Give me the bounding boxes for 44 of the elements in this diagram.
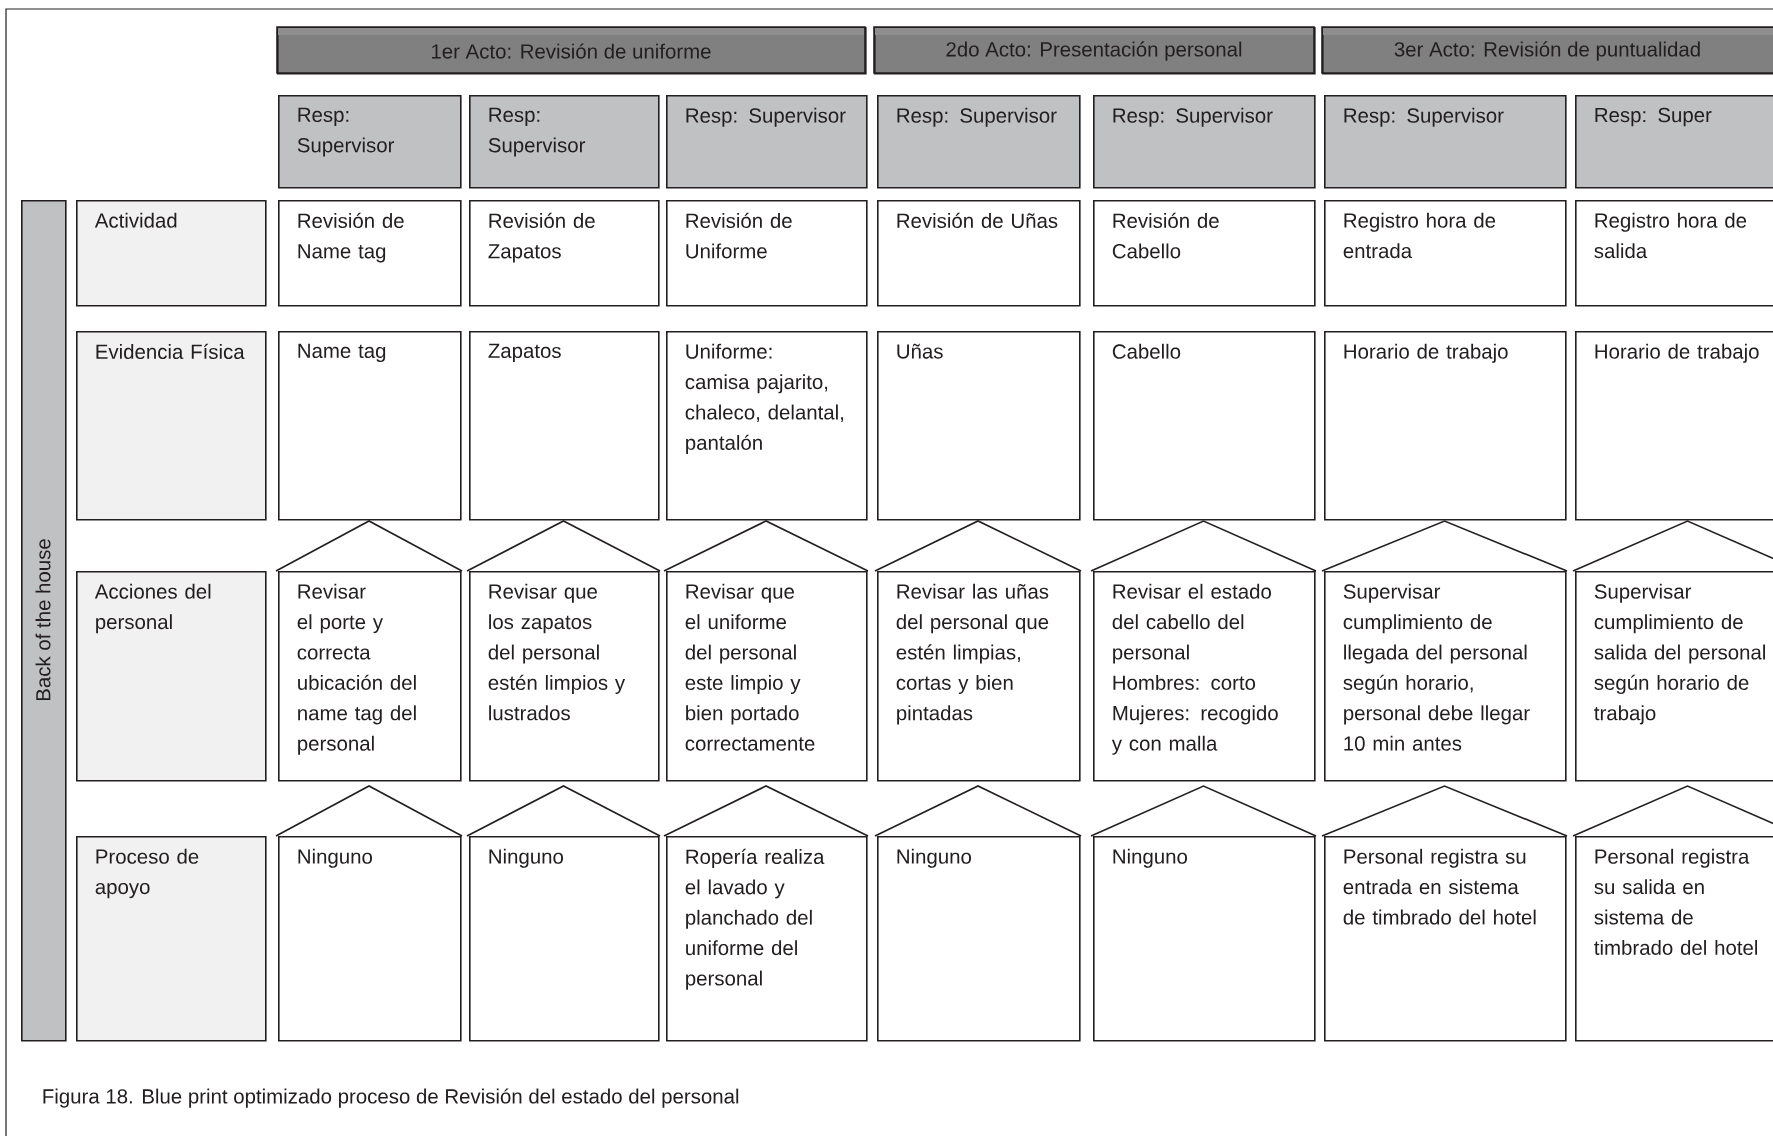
responsible-box: Resp: Supervisor (469, 95, 660, 189)
activity-box: Revisión de Uniforme (666, 200, 868, 307)
house-box: Personal registra su entrada en sistema de timbrado del hotel (1321, 785, 1568, 1042)
activity-box: Horario de trabajo (1324, 331, 1567, 521)
lane-label-bar: Back of the house (21, 200, 67, 1042)
house-box: Ninguno (466, 785, 661, 1042)
act-header: 2do Acto: Presentación personal (873, 26, 1316, 75)
house-box: Revisar que los zapatos del personal estén limpios y lustrados (466, 520, 661, 782)
row-label-box: Acciones del personal (76, 571, 267, 782)
house-box: Supervisar cumplimiento de salida del personal según horario de trabajo (1572, 520, 1773, 782)
house-box: Revisar el estado del cabello del personal Hombres: corto Mujeres: recogido y con malla (1090, 520, 1317, 782)
responsible-box: Resp: Supervisor (877, 95, 1081, 189)
house-box: Revisar que el uniforme del personal este limpio y bien portado correctamente (663, 520, 869, 782)
responsible-box: Resp: Supervisor (278, 95, 462, 189)
row-label-box: Evidencia Física (76, 331, 267, 521)
activity-box: Uñas (877, 331, 1081, 521)
activity-box: Cabello (1093, 331, 1316, 521)
house-box: Supervisar cumplimiento de llegada del personal según horario, personal debe llegar 10 min antes (1321, 520, 1568, 782)
activity-box: Zapatos (469, 331, 660, 521)
responsible-box: Resp: Supervisor (1093, 95, 1316, 189)
row-label-box: Actividad (76, 200, 267, 307)
activity-box: Revisión de Cabello (1093, 200, 1316, 307)
house-box: Ninguno (1090, 785, 1317, 1042)
house-box: Ninguno (874, 785, 1082, 1042)
activity-box: Revisión de Name tag (278, 200, 462, 307)
responsible-box: Resp: Supervisor (1324, 95, 1567, 189)
responsible-box: Resp: Supervisor (666, 95, 868, 189)
house-box: Revisar las uñas del personal que estén limpias, cortas y bien pintadas (874, 520, 1082, 782)
house-box: Revisar el porte y correcta ubicación del name tag del personal (275, 520, 463, 782)
activity-box: Registro hora de entrada (1324, 200, 1567, 307)
house-box: Personal registra su salida en sistema de timbrado del hotel (1572, 785, 1773, 1042)
house-box: Ninguno (275, 785, 463, 1042)
activity-box: Horario de trabajo (1575, 331, 1773, 521)
activity-box: Uniforme: camisa pajarito, chaleco, delantal, pantalón (666, 331, 868, 521)
activity-box: Revisión de Uñas (877, 200, 1081, 307)
activity-box: Revisión de Zapatos (469, 200, 660, 307)
act-header: 3er Acto: Revisión de puntualidad (1321, 26, 1773, 75)
caption: Figura 18. Blue print optimizado proceso de Revisión del estado del personal (43, 1088, 739, 1108)
activity-box: Registro hora de salida (1575, 200, 1773, 307)
row-label-box: Proceso de apoyo (76, 836, 267, 1042)
responsible-box: Resp: Super (1575, 95, 1773, 189)
activity-box: Name tag (278, 331, 462, 521)
house-box: Ropería realiza el lavado y planchado del uniforme del personal (663, 785, 869, 1042)
act-header: 1er Acto: Revisión de uniforme (276, 26, 867, 75)
